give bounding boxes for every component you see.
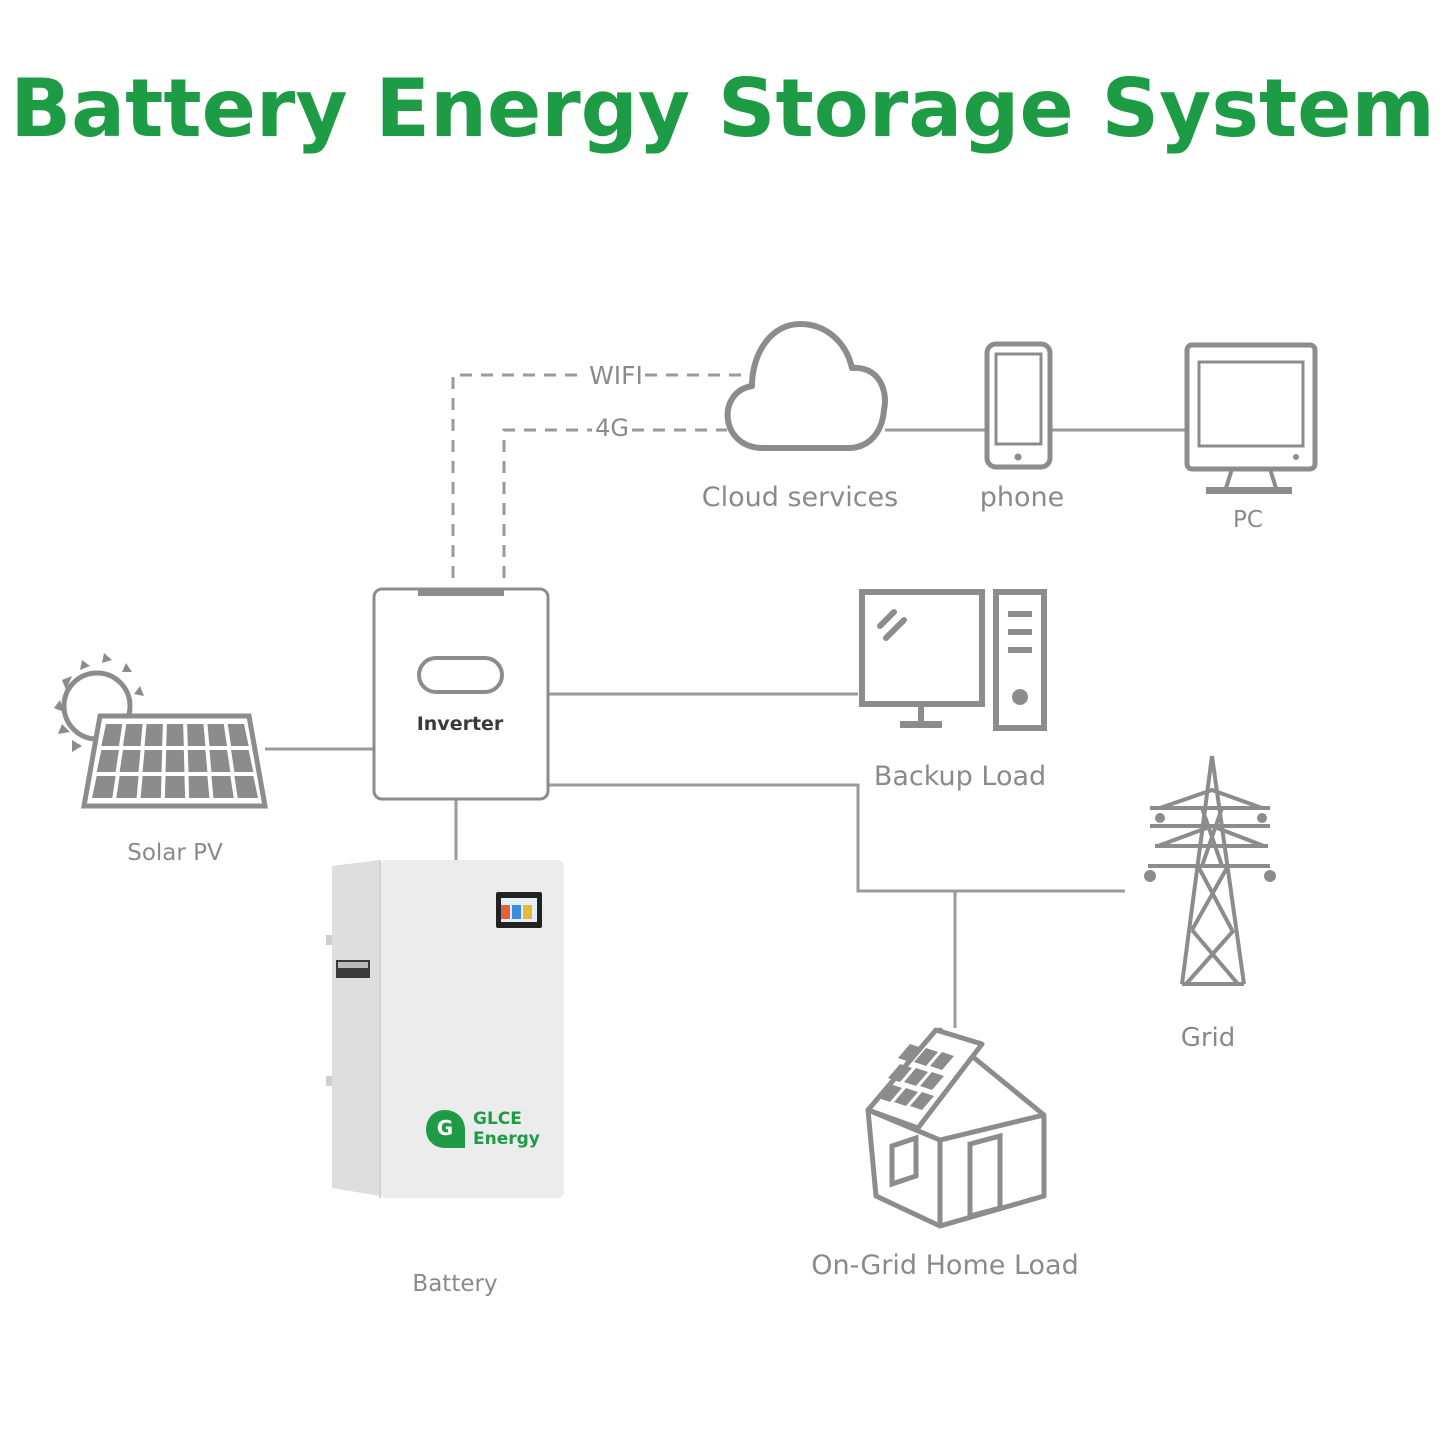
pc-label: PC (1233, 507, 1263, 533)
solar-cell (166, 724, 184, 746)
solar-cell (119, 750, 141, 772)
glce-brand-line2: Energy (473, 1129, 540, 1149)
grid-tower-icon (1144, 755, 1276, 986)
solar-pv-label: Solar PV (127, 840, 223, 866)
solar-cell (188, 776, 210, 798)
home-icon (865, 1027, 1047, 1229)
grid-label: Grid (1180, 1023, 1236, 1053)
glce-logo-icon (426, 1110, 465, 1148)
solar-cell (211, 776, 234, 798)
solar-pv-icon (54, 653, 268, 809)
cellular-link (502, 428, 727, 578)
glce-brand-line1: GLCE (473, 1109, 522, 1129)
solar-cell (164, 776, 186, 798)
battery-label: Battery (412, 1271, 498, 1297)
solar-cell (165, 750, 185, 772)
page-title: Battery Energy Storage System (10, 62, 1435, 155)
solar-cell (116, 776, 139, 798)
solar-cell (144, 724, 163, 746)
solar-cell (234, 776, 258, 798)
battery-unit (326, 860, 564, 1198)
cloud-icon (724, 321, 888, 451)
solar-cell (96, 750, 119, 772)
solar-cell (101, 724, 123, 746)
backup-load-icon (859, 589, 1047, 731)
solar-cell (187, 750, 208, 772)
phone-label: phone (979, 482, 1065, 513)
solar-cell (92, 776, 116, 798)
home-load-label: On-Grid Home Load (811, 1250, 1079, 1281)
inverter-grid-line (548, 783, 1125, 893)
inverter-label: Inverter (416, 713, 504, 735)
backup-load-label: Backup Load (873, 761, 1047, 792)
solar-cell (209, 750, 231, 772)
4g-label: 4G (595, 414, 629, 442)
cloud-services-label: Cloud services (701, 482, 899, 513)
solar-cell (227, 724, 249, 746)
solar-cell (122, 724, 143, 746)
solar-cell (142, 750, 163, 772)
solar-cell (187, 724, 206, 746)
phone-icon (984, 341, 1053, 470)
solar-cell (140, 776, 162, 798)
inverter-box (372, 587, 550, 801)
connection-lines (265, 428, 1187, 1028)
solar-cell (207, 724, 228, 746)
solar-cell (231, 750, 254, 772)
wifi-label: WIFI (589, 361, 643, 390)
wifi-link (451, 373, 752, 578)
pc-icon (1184, 342, 1318, 494)
glce-badge-letter: G (436, 1116, 454, 1140)
